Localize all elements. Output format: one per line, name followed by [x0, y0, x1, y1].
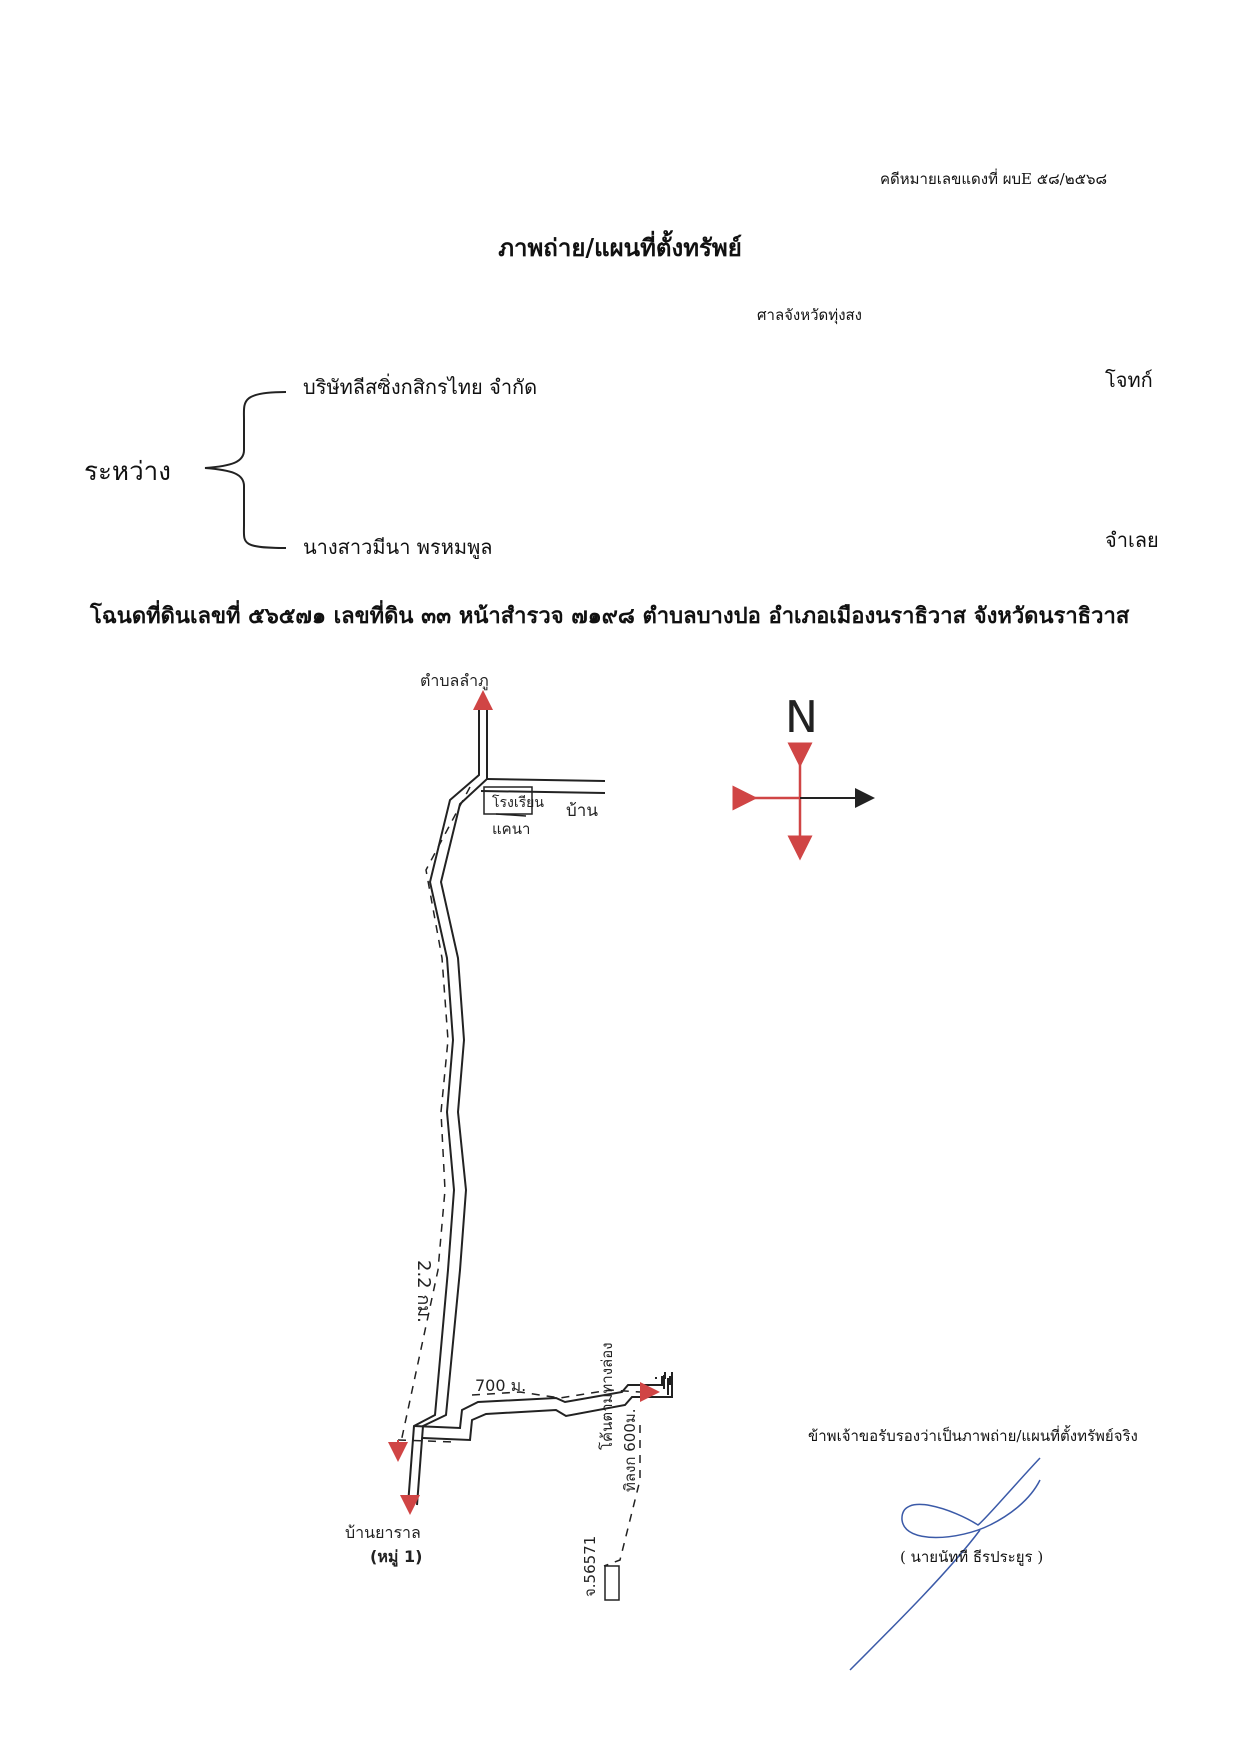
distance-branch: 700 ม. [475, 1376, 526, 1395]
case-number: คดีหมายเลขแดงที่ ผบE ๕๘/๒๕๖๘ [880, 170, 1108, 188]
plaintiff-role: โจทก์ [1105, 368, 1153, 392]
parcel-marker [604, 1565, 620, 1601]
defendant-name: นางสาวมีนา พรหมพูล [303, 535, 493, 559]
side-distance: ทิลงก 600ม. [621, 1408, 639, 1492]
court-name: ศาลจังหวัดทุ่งสง [757, 306, 862, 324]
parcel-label: จ.56571 [581, 1536, 599, 1597]
deed-line: โฉนดที่ดินเลขที่ ๕๖๕๗๑ เลขที่ดิน ๓๓ หน้า… [90, 603, 1130, 629]
between-label: ระหว่าง [84, 457, 171, 487]
page-title: ภาพถ่าย/แผนที่ตั้งทรัพย์ [498, 233, 742, 262]
dashed-route [397, 786, 641, 1567]
side-road-label: โค้นตามทางล่อง [598, 1342, 616, 1450]
school-label: โรงเรียน [492, 794, 544, 811]
house-label: บ้าน [566, 801, 598, 821]
school-building [483, 786, 533, 817]
top-label: ตำบลลำภู [420, 671, 489, 691]
signer-name: ( นายนัทที ธีรประยูร ) [900, 1548, 1044, 1566]
certification-text: ข้าพเจ้าขอรับรองว่าเป็นภาพถ่าย/แผนที่ตั้… [808, 1427, 1138, 1445]
defendant-role: จำเลย [1105, 528, 1159, 552]
place-label: แคนา [492, 820, 530, 838]
bottom-label-2: (หมู่ 1) [370, 1547, 422, 1568]
main-road [407, 708, 673, 1506]
plaintiff-name: บริษัทลีสซิ่งกสิกรไทย จำกัด [303, 375, 538, 399]
bottom-label-1: บ้านยาราล [345, 1523, 421, 1542]
north-letter: N [785, 692, 818, 743]
compass: N [732, 692, 875, 861]
distance-main: 2.2 กม. [413, 1260, 434, 1323]
signature [849, 1457, 1041, 1671]
map-arrows [388, 690, 660, 1515]
